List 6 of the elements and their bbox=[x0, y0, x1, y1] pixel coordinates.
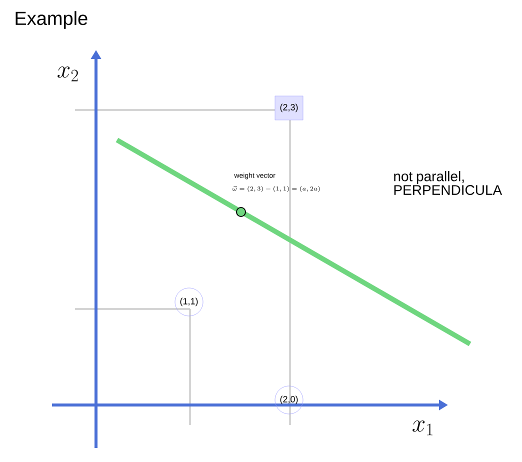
point-box: (2,3) bbox=[274, 96, 304, 120]
axis-label: $x_1$ bbox=[412, 420, 432, 436]
formula: $\vec{\omega} = (2,3) - (1,1) = (a, 2a)$ bbox=[232, 186, 320, 192]
note: not parallel, PERPENDICULA bbox=[394, 171, 502, 195]
axis-label: $x_2$ bbox=[58, 66, 78, 82]
title: Example bbox=[16, 11, 88, 29]
